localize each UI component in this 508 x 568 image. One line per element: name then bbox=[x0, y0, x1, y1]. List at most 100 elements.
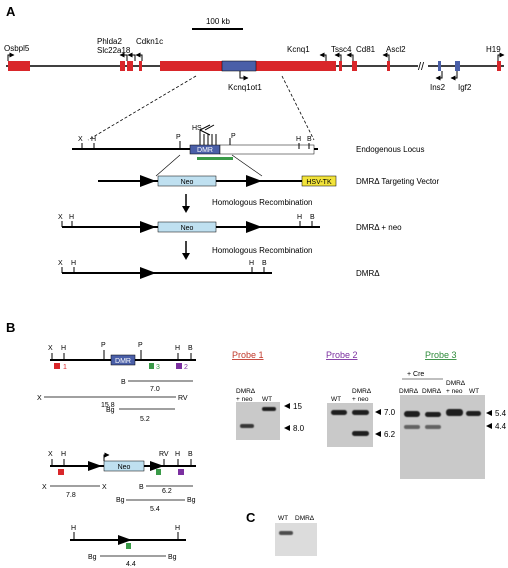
allele-delta bbox=[61, 267, 272, 279]
recomb-label-1: Homologous Recombination bbox=[212, 198, 313, 207]
b2-h: H bbox=[61, 451, 66, 458]
gene-label-cd81: Cd81 bbox=[356, 45, 376, 54]
p3-arrow-4-4 bbox=[486, 423, 492, 429]
b1-b: B bbox=[188, 345, 193, 352]
b2-frag-7-8: 7.8 bbox=[66, 492, 76, 499]
b1-frag-15-8: 15.8 bbox=[101, 402, 115, 409]
c-lane-2: DMRΔ bbox=[295, 515, 315, 522]
down-arrow-1-head bbox=[182, 206, 190, 213]
b2-bg-2: Bg bbox=[187, 497, 196, 504]
b1-dmr: DMR bbox=[115, 358, 131, 365]
b1-probe1-num: 1 bbox=[63, 364, 67, 371]
b3-bg-2: Bg bbox=[168, 554, 177, 561]
gene-label-ins2: Ins2 bbox=[430, 83, 446, 92]
site-b-delta: B bbox=[262, 260, 267, 267]
site-x-endo: X bbox=[78, 136, 83, 143]
gene-h19 bbox=[497, 61, 501, 71]
b2-b-frag: B bbox=[139, 484, 144, 491]
zoom-line-left bbox=[87, 75, 197, 141]
p3-size-4-4: 4.4 bbox=[495, 422, 507, 431]
panel-c-label: C bbox=[246, 510, 256, 525]
b3-bg: Bg bbox=[88, 554, 97, 561]
b1-p1: P bbox=[101, 342, 106, 349]
dmr-box-top bbox=[221, 60, 257, 72]
b3-frag-4-4: 4.4 bbox=[126, 561, 136, 568]
gene-label-phlda2: Phlda2 bbox=[97, 37, 122, 46]
blot-probe1 bbox=[236, 402, 280, 440]
row-label-vector: DMRΔ Targeting Vector bbox=[356, 177, 439, 186]
c-lane-1: WT bbox=[278, 515, 288, 522]
gene-cd81 bbox=[352, 61, 357, 71]
site-h-endo: H bbox=[91, 136, 96, 143]
neo-label-allele: Neo bbox=[181, 225, 194, 232]
gene-label-cdkn1c: Cdkn1c bbox=[136, 37, 163, 46]
p3-arrow-5-4 bbox=[486, 410, 492, 416]
neo-label-vector: Neo bbox=[181, 179, 194, 186]
p2-arrow-7 bbox=[375, 409, 381, 415]
p1-lane-1b: + neo bbox=[236, 396, 253, 403]
gene-ins2 bbox=[438, 61, 441, 71]
allele-neo bbox=[61, 221, 320, 233]
gene-label-h19: H19 bbox=[486, 45, 501, 54]
gene-cdkn1c bbox=[139, 61, 142, 71]
zoom-line-right bbox=[281, 75, 315, 141]
site-b-endo: B bbox=[307, 136, 312, 143]
p3-cre: + Cre bbox=[407, 371, 424, 378]
down-arrow-2-head bbox=[182, 253, 190, 260]
probe1-title: Probe 1 bbox=[232, 350, 264, 360]
b1-frag-7-0: 7.0 bbox=[150, 386, 160, 393]
endogenous-locus: DMR bbox=[72, 124, 318, 160]
gene-osbpl5 bbox=[8, 61, 30, 71]
p2-lane-1: WT bbox=[331, 396, 341, 403]
b2-bg: Bg bbox=[116, 497, 125, 504]
site-p-endo-2: P bbox=[231, 133, 236, 140]
gene-phlda2 bbox=[120, 61, 125, 71]
p3-lane-3b: + neo bbox=[446, 388, 463, 395]
p1-arrow-15 bbox=[284, 403, 290, 409]
site-x-delta: X bbox=[58, 260, 63, 267]
b-map-wt bbox=[44, 350, 196, 410]
gene-slc22a18 bbox=[127, 61, 133, 71]
gene-igf2 bbox=[455, 61, 460, 71]
b2-frag-5-4: 5.4 bbox=[150, 506, 160, 513]
row-label-delta: DMRΔ bbox=[356, 269, 380, 278]
site-h-neo: H bbox=[69, 214, 74, 221]
targeting-vector bbox=[98, 175, 337, 187]
chromosome-break: // bbox=[418, 61, 425, 73]
recomb-line-1 bbox=[155, 154, 181, 177]
probe3-title: Probe 3 bbox=[425, 350, 457, 360]
blot-probe3 bbox=[400, 395, 485, 479]
site-h-delta-2: H bbox=[249, 260, 254, 267]
dmr-label: DMR bbox=[197, 147, 213, 154]
site-h-endo-2: H bbox=[296, 136, 301, 143]
b1-rv: RV bbox=[178, 395, 188, 402]
b1-probe2-num: 2 bbox=[184, 364, 188, 371]
b1-h: H bbox=[61, 345, 66, 352]
row-label-endogenous: Endogenous Locus bbox=[356, 145, 425, 154]
gene-ascl2 bbox=[387, 61, 390, 71]
recomb-line-2 bbox=[231, 154, 263, 177]
b-map-delta bbox=[70, 532, 186, 557]
b3-h2: H bbox=[175, 525, 180, 532]
p2-size-7: 7.0 bbox=[384, 408, 396, 417]
gene-label-kcnq1: Kcnq1 bbox=[287, 45, 310, 54]
site-b-neo: B bbox=[310, 214, 315, 221]
site-x-neo: X bbox=[58, 214, 63, 221]
gene-tssc4 bbox=[339, 61, 342, 71]
b1-frag-5-2: 5.2 bbox=[140, 416, 150, 423]
p1-lane-2: WT bbox=[262, 396, 272, 403]
p3-size-5-4: 5.4 bbox=[495, 409, 507, 418]
p3-lane-4: WT bbox=[469, 388, 479, 395]
p2-lane-2b: + neo bbox=[352, 396, 369, 403]
p2-lane-2a: DMRΔ bbox=[352, 388, 372, 395]
panel-a-label: A bbox=[6, 4, 16, 19]
gene-label-osbpl5: Osbpl5 bbox=[4, 44, 30, 53]
b2-x-frag: X bbox=[42, 484, 47, 491]
recomb-label-2: Homologous Recombination bbox=[212, 246, 313, 255]
b1-bg: Bg bbox=[106, 407, 115, 414]
row-label-neo: DMRΔ + neo bbox=[356, 223, 402, 232]
probe2-title: Probe 2 bbox=[326, 350, 358, 360]
p1-arrow-8 bbox=[284, 425, 290, 431]
b1-probe3-num: 3 bbox=[156, 364, 160, 371]
